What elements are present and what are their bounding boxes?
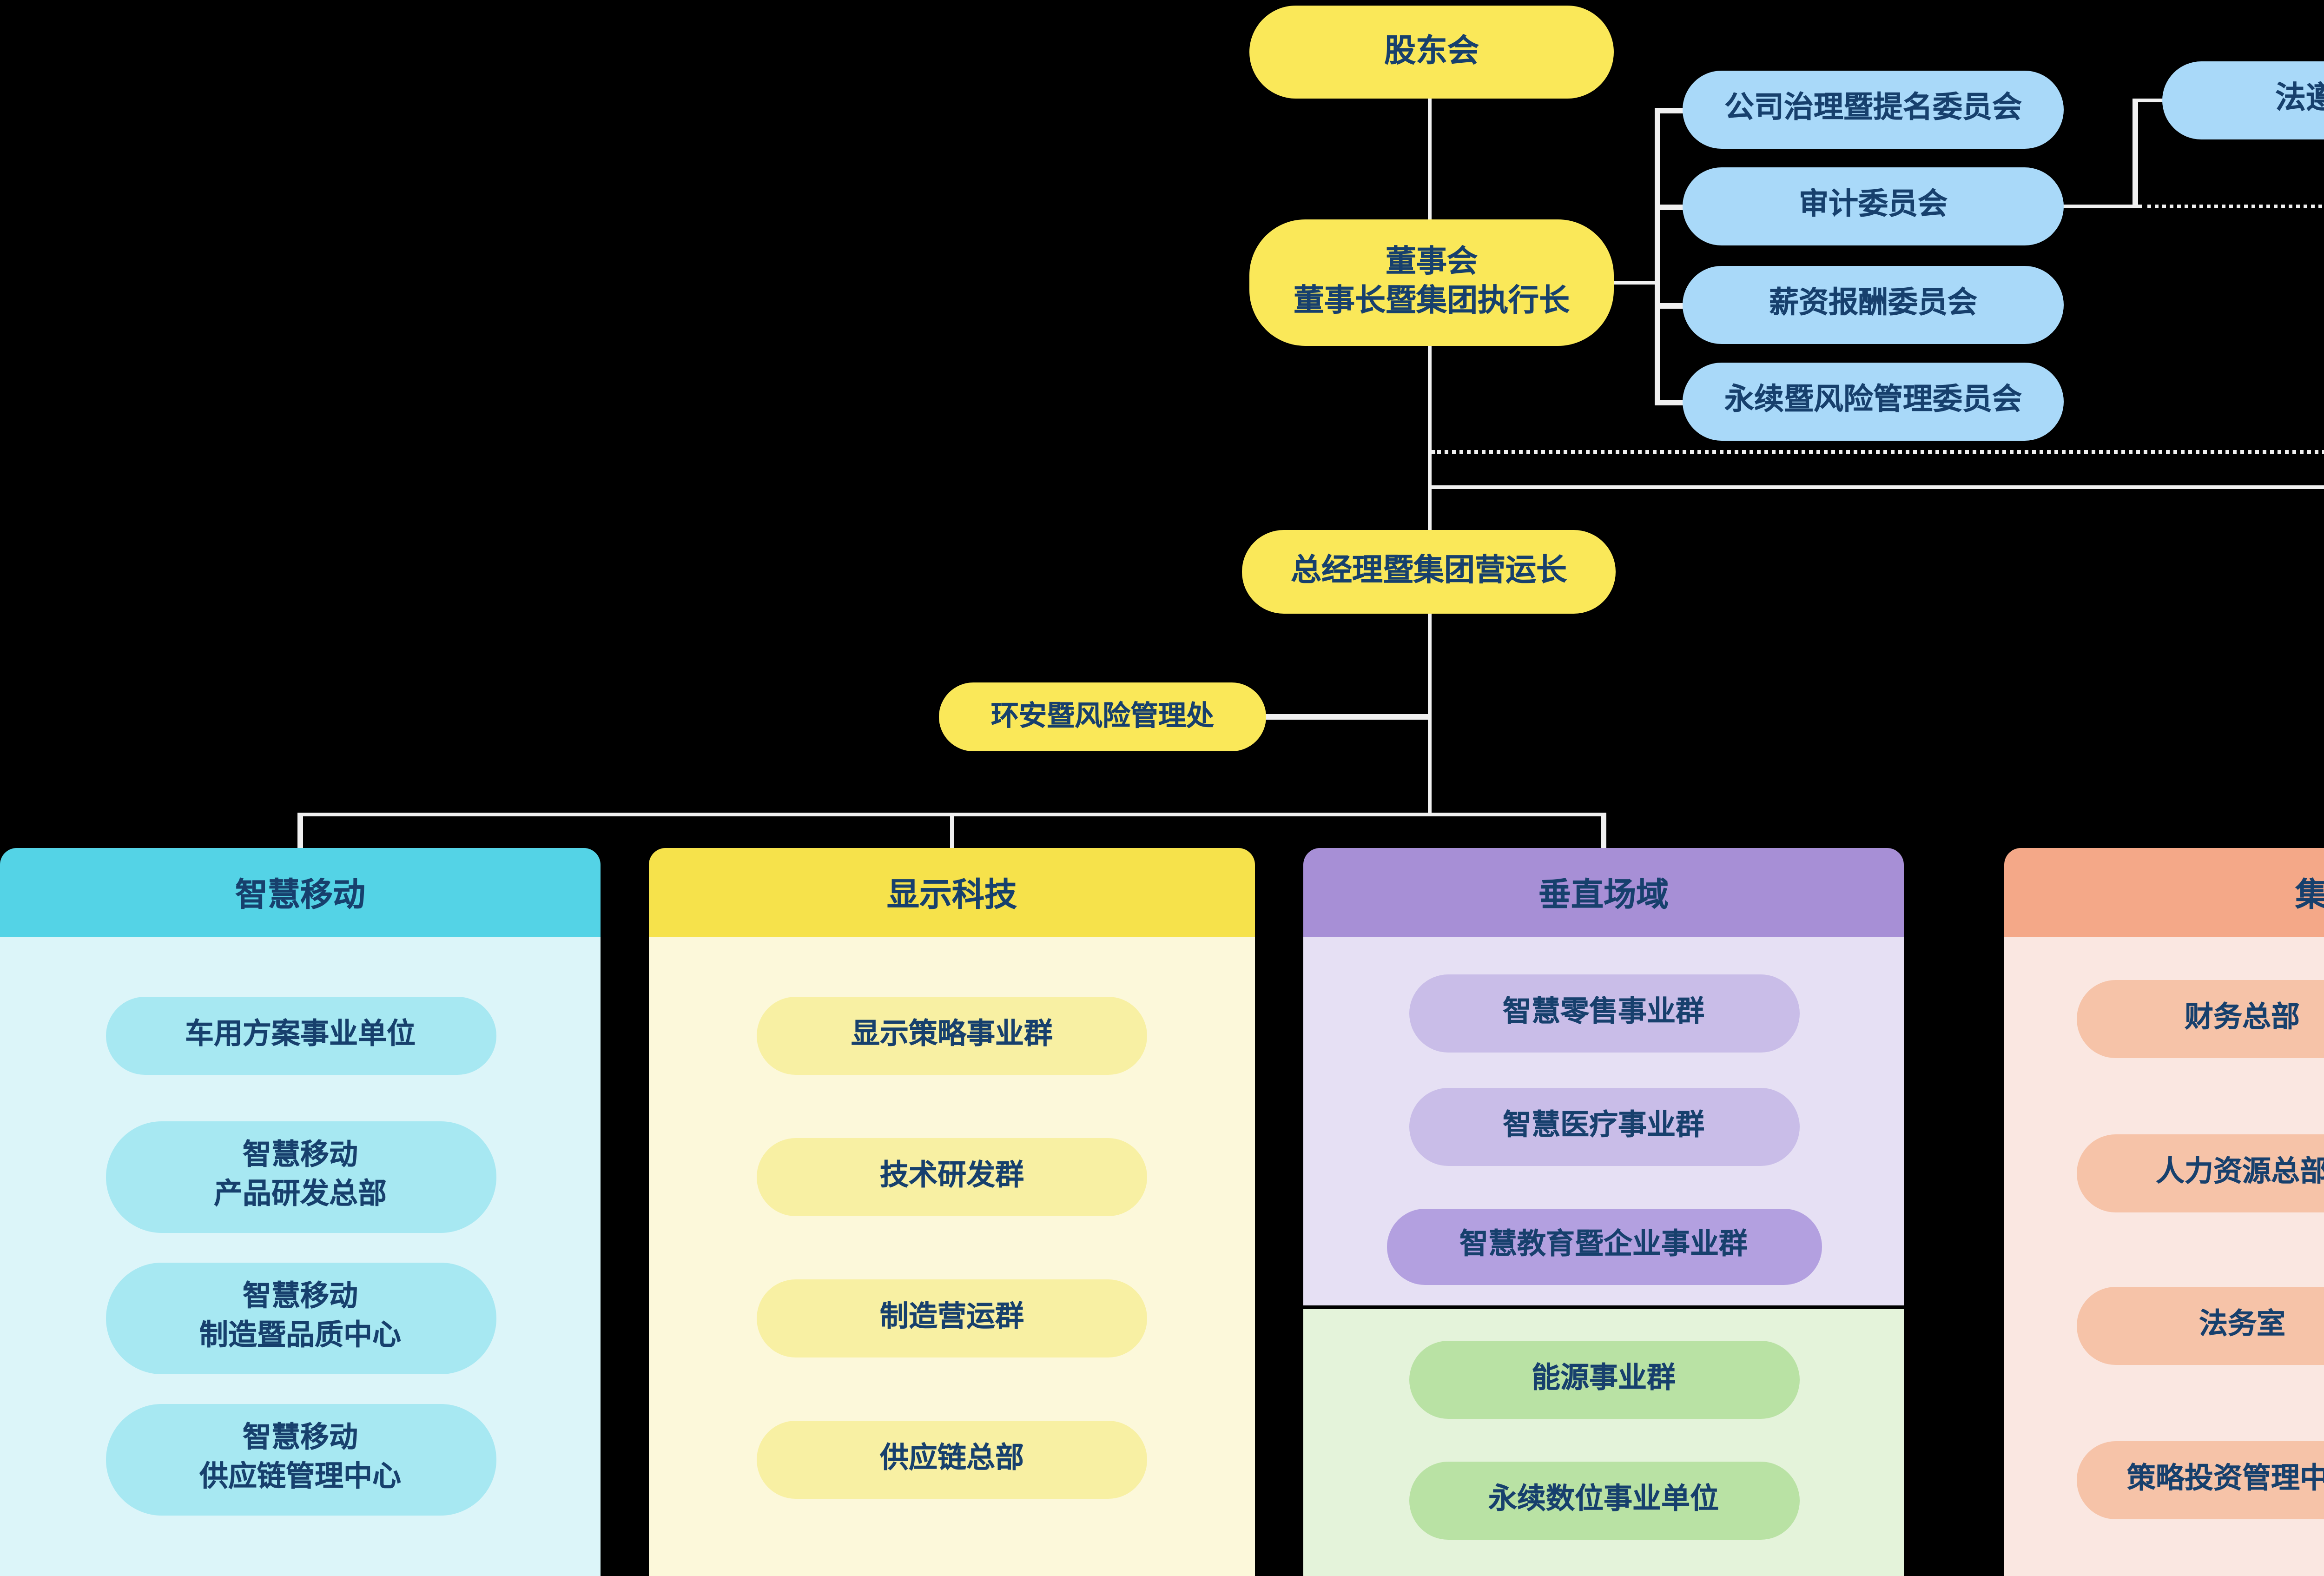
connector-audit-compliance-h <box>2060 204 2136 209</box>
pill-smart-mobility-supply-chain: 智慧移动 供应链管理中心 <box>105 1404 495 1516</box>
node-committee-compensation: 薪资报酬委员会 <box>1683 266 2064 344</box>
connector-compliance-stub <box>2133 98 2166 102</box>
connector-drop-display-tech <box>949 812 954 851</box>
pill-smart-education-enterprise: 智慧教育暨企业事业群 <box>1386 1209 1821 1285</box>
connector-support-horizontal <box>1428 484 2324 489</box>
committee-stub-sustainability <box>1655 400 1684 404</box>
division-vertical-domains: 垂直场域 智慧零售事业群 智慧医疗事业群 智慧教育暨企业事业群 能源事业群 永续… <box>1303 848 1904 1576</box>
committee-stub-compensation <box>1655 303 1684 308</box>
node-shareholders: 股东会 <box>1249 6 1614 99</box>
connector-shareholders-board <box>1427 97 1432 219</box>
pill-finance-hq: 财务总部 <box>2077 980 2324 1058</box>
node-ehs-risk-office: 环安暨风险管理处 <box>939 682 1266 751</box>
division-display-tech: 显示科技 显示策略事业群 技术研发群 制造营运群 供应链总部 <box>649 848 1255 1576</box>
pill-automotive-solutions: 车用方案事业单位 <box>105 997 495 1075</box>
connector-audit-compliance-v <box>2133 98 2137 207</box>
node-president: 总经理暨集团营运长 <box>1242 530 1616 614</box>
pill-energy: 能源事业群 <box>1408 1341 1799 1419</box>
pill-hr-hq: 人力资源总部 <box>2077 1134 2324 1212</box>
division-vertical-domains-header: 垂直场域 <box>1303 848 1904 937</box>
pill-manufacturing-ops: 制造营运群 <box>757 1279 1147 1357</box>
dotted-compliance-to-president <box>1432 450 2324 454</box>
pill-display-strategy: 显示策略事业群 <box>757 997 1147 1075</box>
pill-supply-chain-hq: 供应链总部 <box>757 1421 1147 1499</box>
pill-smart-mobility-mfg-quality: 智慧移动 制造暨品质中心 <box>105 1263 495 1374</box>
pill-legal-office: 法务室 <box>2077 1287 2324 1365</box>
node-chief-compliance: 法遵总顾问 <box>2162 61 2324 139</box>
connector-drop-vertical-domains <box>1601 812 1605 851</box>
pill-strategic-investment: 策略投资管理中心 <box>2077 1441 2324 1519</box>
pill-smart-mobility-rd: 智慧移动 产品研发总部 <box>105 1121 495 1233</box>
committee-stub-governance <box>1655 108 1684 113</box>
division-smart-mobility: 智慧移动 车用方案事业单位 智慧移动 产品研发总部 智慧移动 制造暨品质中心 智… <box>0 848 601 1576</box>
pill-sustainable-digital: 永续数位事业单位 <box>1408 1462 1799 1540</box>
connector-board-committee-bracket <box>1610 280 1658 285</box>
node-committee-governance: 公司治理暨提名委员会 <box>1683 71 2064 149</box>
pill-smart-healthcare: 智慧医疗事业群 <box>1408 1088 1799 1166</box>
committee-stub-audit <box>1655 205 1684 209</box>
pill-smart-retail: 智慧零售事业群 <box>1408 974 1799 1053</box>
division-display-tech-header: 显示科技 <box>649 848 1255 937</box>
committee-bracket-vertical <box>1655 108 1659 404</box>
node-committee-audit: 审计委员会 <box>1683 167 2064 245</box>
dotted-audit-right <box>2138 204 2324 207</box>
connector-board-president <box>1427 344 1432 530</box>
pill-tech-rd: 技术研发群 <box>757 1138 1147 1216</box>
connector-drop-smart-mobility <box>297 812 302 851</box>
division-group-support-header: 集团营运支援单位 <box>2004 848 2324 937</box>
node-board: 董事会 董事长暨集团执行长 <box>1249 219 1614 346</box>
division-smart-mobility-header: 智慧移动 <box>0 848 601 937</box>
connector-ehs-president <box>1261 714 1432 719</box>
division-group-support: 集团营运支援单位 财务总部 数位技术发展总部 人力资源总部 永续发展总部 法务室… <box>2004 848 2324 1576</box>
node-committee-sustainability-risk: 永续暨风险管理委员会 <box>1683 363 2064 441</box>
